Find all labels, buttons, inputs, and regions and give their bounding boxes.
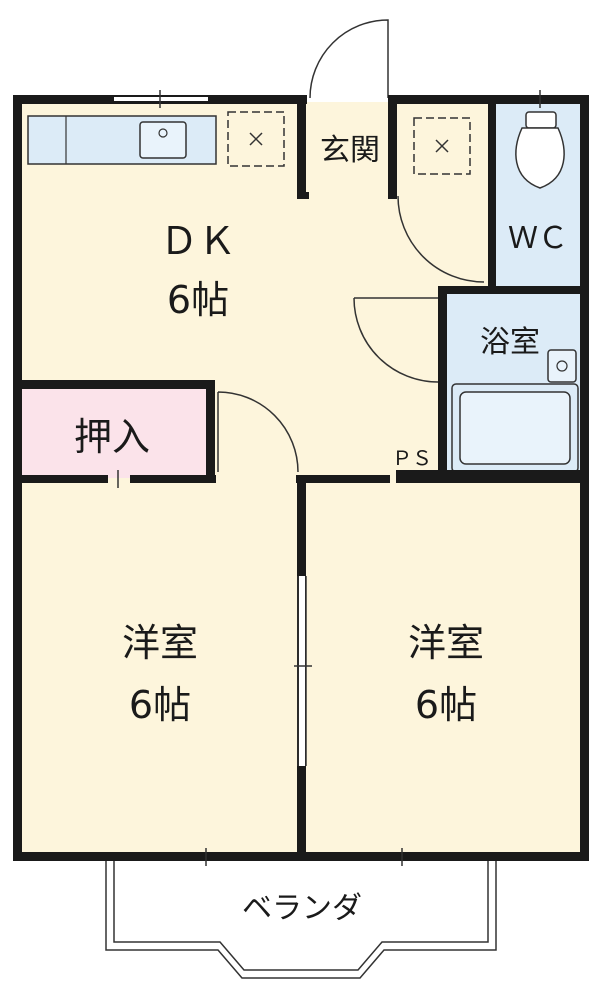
east-room-floor — [306, 480, 582, 854]
balcony-label: ベランダ — [242, 891, 362, 926]
kitchen-counter — [27, 115, 217, 165]
ps-label: ＰＳ — [392, 446, 432, 470]
entrance-door-icon — [309, 19, 389, 99]
door-swing-icon — [397, 195, 485, 283]
west-room-size-label: 6帖 — [129, 683, 191, 727]
wc-label: ＷＣ — [508, 221, 568, 256]
faucet-icon — [547, 349, 577, 383]
bathtub-icon — [451, 349, 579, 473]
door-swing-icon — [217, 391, 299, 473]
door-swing-icon — [353, 297, 439, 383]
dk-label: ＤＫ — [160, 219, 236, 263]
east-room-size-label: 6帖 — [415, 683, 477, 727]
balcony — [105, 861, 497, 979]
east-room-label: 洋室 — [408, 621, 484, 665]
closet-label: 押入 — [74, 415, 150, 459]
bath-label: 浴室 — [480, 325, 540, 360]
dk-size-label: 6帖 — [167, 278, 229, 322]
genkan-floor — [305, 102, 395, 194]
toilet-icon — [515, 111, 565, 189]
sink-icon — [139, 121, 187, 159]
west-room-floor — [20, 480, 302, 854]
west-room-label: 洋室 — [122, 621, 198, 665]
closet-floor — [20, 386, 210, 478]
vent-icon — [413, 117, 471, 175]
vent-icon — [227, 111, 285, 167]
genkan-label: 玄関 — [320, 133, 380, 168]
